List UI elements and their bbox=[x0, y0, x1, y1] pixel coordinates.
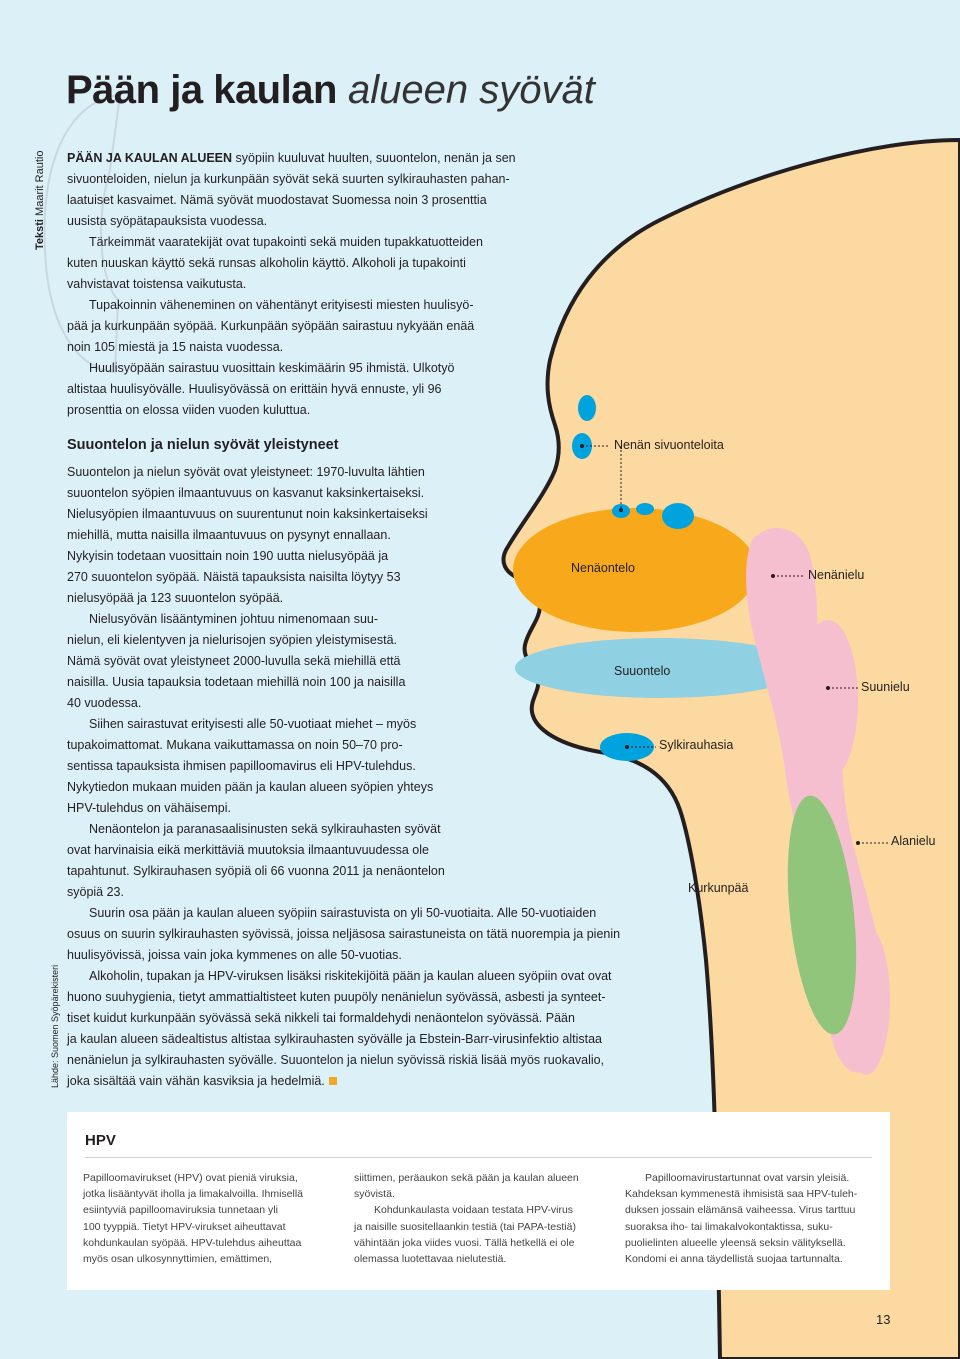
nasal-cavity-shape bbox=[513, 508, 757, 632]
hpv-divider bbox=[85, 1157, 872, 1158]
section-text: Suuontelon ja nielun syövät ovat yleisty… bbox=[67, 465, 445, 899]
label-oral-cavity: Suuontelo bbox=[614, 664, 671, 678]
label-oropharynx: Suunielu bbox=[861, 680, 910, 694]
intro-text: PÄÄN JA KAULAN ALUEEN syöpiin kuuluvat h… bbox=[67, 151, 516, 417]
sinus-blob-4 bbox=[636, 503, 654, 515]
label-hypopharynx: Alanielu bbox=[891, 834, 936, 848]
sinus-blob-5 bbox=[662, 503, 694, 529]
label-salivary: Sylkirauhasia bbox=[659, 738, 734, 752]
hpv-infobox: HPV Papilloomavirukset (HPV) ovat pieniä… bbox=[67, 1112, 890, 1290]
end-mark bbox=[328, 1077, 337, 1085]
leader-dots bbox=[580, 444, 860, 845]
section-text-wide: Suurin osa pään ja kaulan alueen syöpiin… bbox=[67, 906, 621, 1088]
pharynx-lobe-upper bbox=[798, 620, 858, 780]
section-heading: Suuontelon ja nielun syövät yleistyneet bbox=[67, 437, 339, 453]
hpv-column-2: siittimen, peräaukon sekä pään ja kaulan… bbox=[354, 1172, 579, 1266]
page-title: Pään ja kaulan alueen syövät bbox=[66, 68, 595, 112]
label-larynx: Kurkunpää bbox=[688, 881, 749, 895]
hpv-column-1: Papilloomavirukset (HPV) ovat pieniä vir… bbox=[83, 1172, 304, 1266]
author-credit: Teksti Maarit Rautio bbox=[34, 150, 46, 250]
oral-cavity-shape bbox=[515, 638, 805, 698]
page-number: 13 bbox=[876, 1312, 891, 1327]
larynx-shape bbox=[787, 795, 857, 1035]
label-nasopharynx: Nenänielu bbox=[808, 568, 865, 582]
hpv-column-3: Papilloomavirustartunnat ovat varsin yle… bbox=[625, 1172, 858, 1266]
decorative-initial bbox=[43, 93, 122, 374]
source-note: Lähde: Suomen Syöpärekisteri bbox=[50, 964, 60, 1088]
leader-lines bbox=[582, 445, 888, 844]
sinus-blob-1 bbox=[578, 395, 596, 421]
label-sinuses: Nenän sivuonteloita bbox=[614, 438, 724, 452]
hpv-title: HPV bbox=[85, 1132, 116, 1149]
label-nasal-cavity: Nenäontelo bbox=[571, 561, 635, 575]
